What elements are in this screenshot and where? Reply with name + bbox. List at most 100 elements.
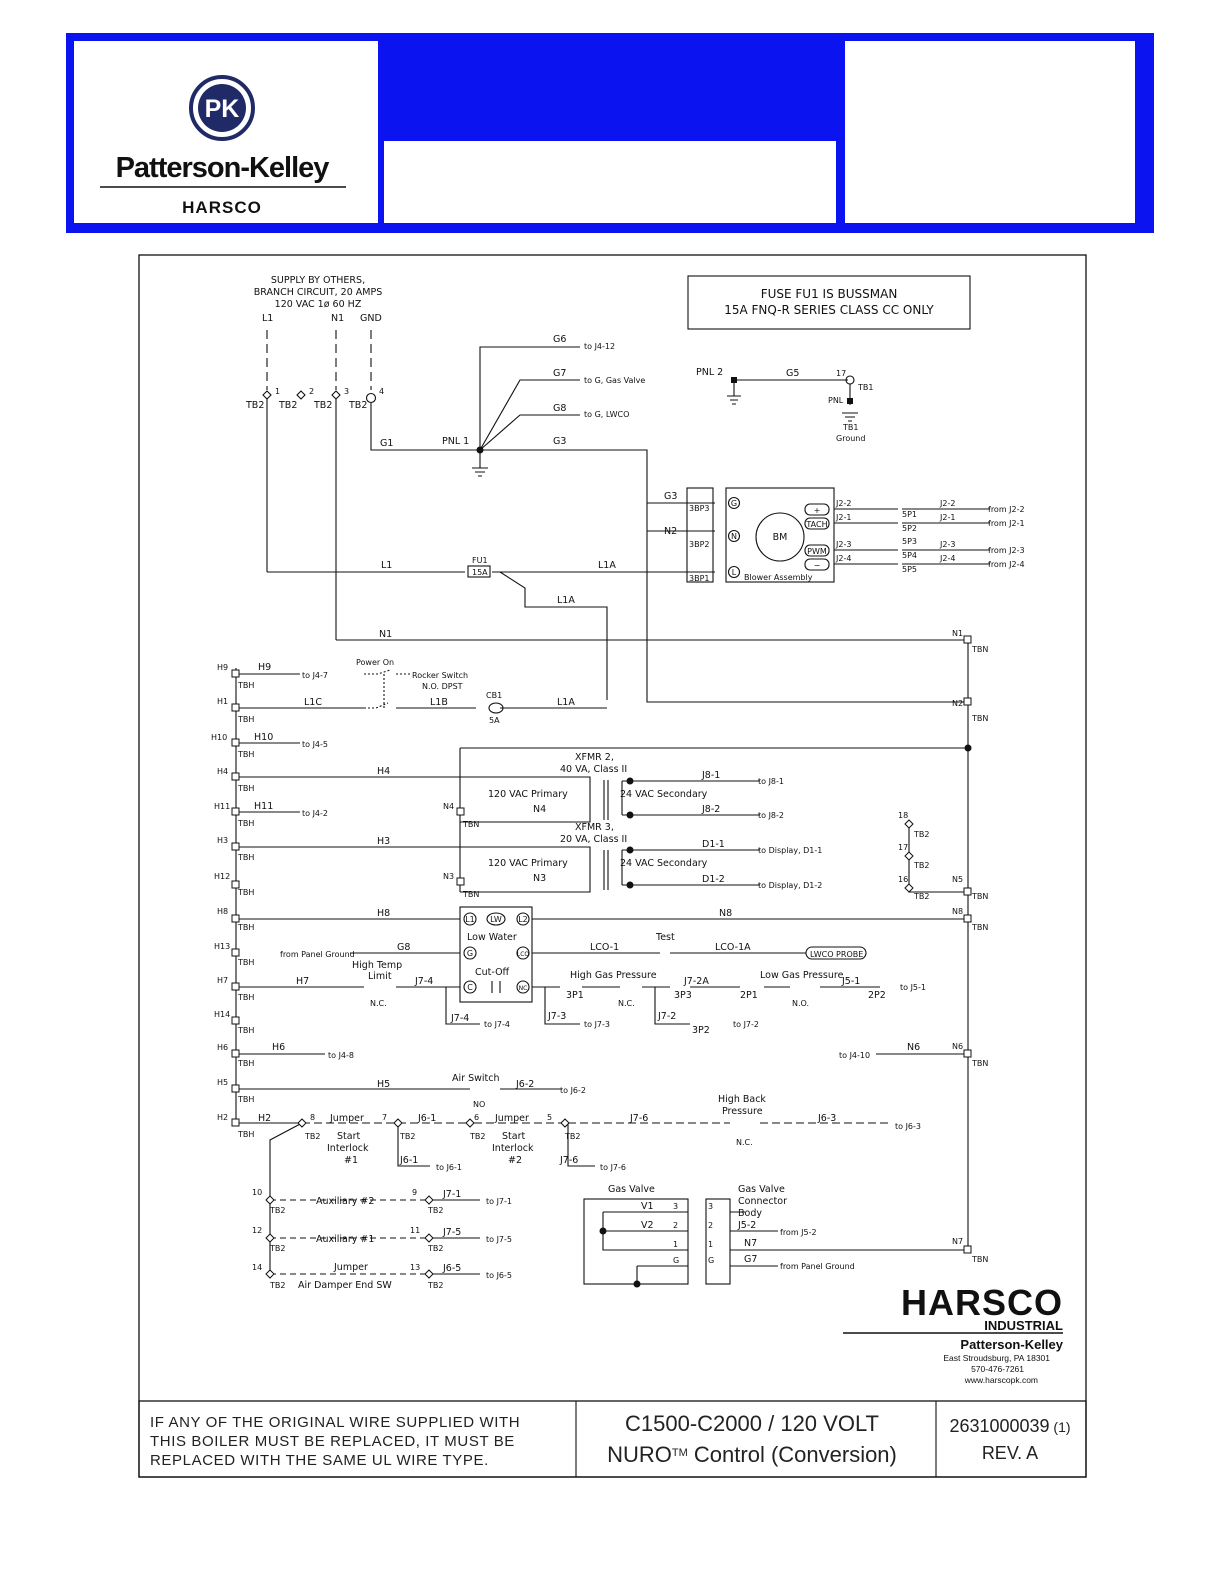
h7-terminal-label: H7 xyxy=(217,976,228,985)
fu1-rating-label: 15A xyxy=(472,568,488,577)
brand-name: Patterson-Kelley xyxy=(116,152,330,184)
terminal-11-label: 11 xyxy=(410,1226,420,1235)
power-on-label: Power On xyxy=(356,658,394,667)
l1-label: L1 xyxy=(381,560,392,571)
lwco-l1-label: L1 xyxy=(465,915,475,924)
n5-tbn-label: N5 xyxy=(952,875,963,884)
air-damper-label: Air Damper End SW xyxy=(298,1280,392,1291)
ground-fan-wires xyxy=(479,346,580,451)
tb2-label-7: TB2 xyxy=(399,1132,415,1141)
j7-1-label: J7-1 xyxy=(442,1189,461,1200)
h8-terminal-label: H8 xyxy=(217,907,228,916)
terminal-12-label: 12 xyxy=(252,1226,262,1235)
tb2-label-17: TB2 xyxy=(913,861,929,870)
gv-connector-label-1: Gas Valve xyxy=(738,1184,785,1195)
j6-1-label: J6-1 xyxy=(399,1155,418,1166)
tbh-label-h6: TBH xyxy=(237,1059,254,1068)
connector-pin-g: G xyxy=(708,1256,714,1265)
tb2-label-3: TB2 xyxy=(313,400,332,411)
tb2-5-8-terminals xyxy=(297,1118,570,1128)
tbn-label-n3: TBN xyxy=(462,890,479,899)
n-terminal-label: N xyxy=(731,532,737,541)
tbh-h13-terminal xyxy=(231,948,240,957)
lwco-probe xyxy=(805,946,867,960)
interlock-2-number: #2 xyxy=(508,1155,522,1166)
g3-label: G3 xyxy=(664,491,677,502)
h2-wire-label: H2 xyxy=(258,1113,271,1124)
tbh-label-h7: TBH xyxy=(237,993,254,1002)
p2p2-label: 2P2 xyxy=(868,990,886,1001)
tbn-n7-terminal xyxy=(963,1245,972,1254)
supply-line-1: SUPPLY BY OTHERS, xyxy=(271,275,365,286)
pwm-label: PWM xyxy=(807,547,827,556)
main-feed-wires xyxy=(266,399,715,640)
v2-label: V2 xyxy=(641,1220,654,1231)
to-j7-4-label: to J7-4 xyxy=(484,1020,510,1029)
blower-plug xyxy=(686,487,714,583)
g3-label-top: G3 xyxy=(553,436,566,447)
h11-terminal-label: H11 xyxy=(214,802,230,811)
title-block xyxy=(138,1400,1087,1478)
gas-valve-leads xyxy=(730,1211,968,1267)
lwco-c-label: C xyxy=(467,983,473,992)
n2-wire xyxy=(646,503,968,703)
h13-terminal-label: H13 xyxy=(214,942,230,951)
tach-terminal xyxy=(804,517,830,530)
from-j2-4-label: from J2-4 xyxy=(988,560,1025,569)
lwco-l2-terminal xyxy=(516,912,530,926)
from-j5-2-label: from J5-2 xyxy=(780,1228,817,1237)
tbh-h5-terminal xyxy=(231,1084,240,1093)
fuse-note-box xyxy=(687,275,971,330)
terminal-13-label: 13 xyxy=(410,1263,420,1272)
lwco-nc-label: NC xyxy=(519,985,528,992)
start-2-label: Start xyxy=(502,1131,525,1142)
cut-off-label: Cut-Off xyxy=(475,967,510,978)
n7-tbn-label: N7 xyxy=(952,1237,963,1246)
pwm-terminal xyxy=(804,544,830,557)
tbh-label-h11: TBH xyxy=(237,819,254,828)
tb2-label-4: TB2 xyxy=(348,400,367,411)
start-1-label: Start xyxy=(337,1131,360,1142)
xfmr-primary-wires xyxy=(460,776,591,893)
control-title: NUROTM Control (Conversion) xyxy=(607,1442,897,1467)
terminal-8-label: 8 xyxy=(310,1113,315,1122)
xfmr3-junction-2 xyxy=(626,881,634,889)
connector-pin-1: 1 xyxy=(708,1240,713,1249)
limit-label: Limit xyxy=(368,971,392,982)
xfmr2-junction-1 xyxy=(626,777,634,785)
low-gas-no-label: N.O. xyxy=(792,999,809,1008)
supply-leads xyxy=(266,330,372,390)
fu1-fuse xyxy=(467,565,491,578)
g1-label: G1 xyxy=(380,438,393,449)
n2-label-blower: N2 xyxy=(664,526,677,537)
j2-2-blower-label: J2-2 xyxy=(835,499,851,508)
gv-connector-label-2: Connector xyxy=(738,1196,787,1207)
gas-valve-ground-junction xyxy=(633,1280,641,1288)
j2-4-blower-label: J2-4 xyxy=(835,554,851,563)
terminal-17-label: 17 xyxy=(836,369,846,378)
lwco-module xyxy=(459,906,533,1003)
tb2-label-2: TB2 xyxy=(278,400,297,411)
l-terminal-label: L xyxy=(732,568,737,577)
tb2-label-12: TB2 xyxy=(269,1244,285,1253)
to-j4-12-label: to J4-12 xyxy=(584,342,615,351)
j7-6-wire-label: J7-6 xyxy=(629,1113,648,1124)
cb1-breaker-icon xyxy=(488,702,504,714)
tb2-16-18-terminals xyxy=(904,819,914,893)
lwco-lco-label: LCO xyxy=(517,951,530,958)
to-display-d1-1-label: to Display, D1-1 xyxy=(758,846,822,855)
j2-3-blower-label: J2-3 xyxy=(835,540,851,549)
lwco-l1-terminal xyxy=(463,912,477,926)
n8-wire-label: N8 xyxy=(719,908,732,919)
gas-valve-label: Gas Valve xyxy=(608,1184,655,1195)
tb2-9-14-terminals xyxy=(265,1195,434,1279)
tbh-h-wires xyxy=(236,673,607,1124)
j5-2-label: J5-2 xyxy=(737,1220,756,1231)
lwco-probe-label: LWCO PROBE xyxy=(810,950,863,959)
tbh-h7-terminal xyxy=(231,982,240,991)
n6-wire-label: N6 xyxy=(907,1042,920,1053)
n6-tbn-label: N6 xyxy=(952,1042,963,1051)
n1-label: N1 xyxy=(379,629,392,640)
rocker-switch-label: Rocker Switch xyxy=(412,671,468,680)
